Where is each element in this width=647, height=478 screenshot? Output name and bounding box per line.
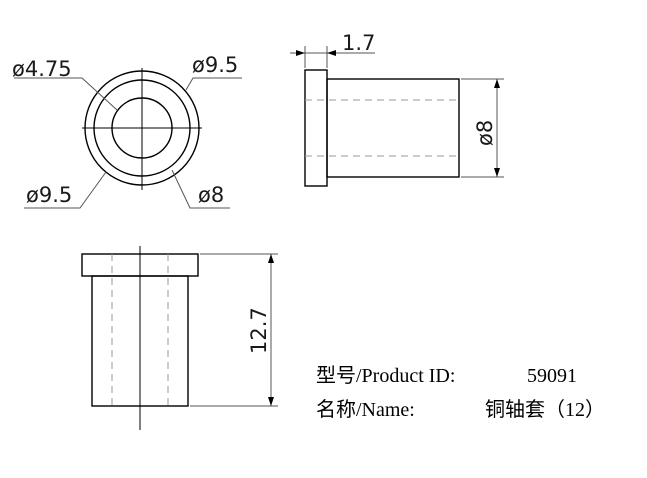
side-flange (304, 69, 328, 187)
top-view: ø4.75 ø9.5 ø9.5 ø8 (12, 53, 242, 209)
dim-d-inner: ø4.75 (12, 57, 72, 81)
leader-d-outer-top (185, 77, 242, 91)
front-view: 12.7 (81, 246, 278, 430)
leader-d-outer-left (24, 171, 107, 209)
dim-total-length: 12.7 (247, 307, 271, 354)
body-outer-circle (93, 79, 191, 177)
dim-d-body: ø8 (198, 183, 224, 207)
dim-flange-thickness: 1.7 (342, 31, 375, 55)
name-value: 铜轴套（12） (485, 398, 605, 421)
flange-outer-circle (84, 70, 200, 186)
model-value: 59091 (527, 365, 577, 387)
length-arrow-top (268, 254, 274, 263)
side-view: 1.7 ø8 (290, 31, 504, 187)
leader-d-body (171, 169, 230, 209)
leader-d-inner (14, 77, 118, 111)
dim-d-outer-top: ø9.5 (192, 53, 238, 77)
length-arrow-bottom (268, 397, 274, 406)
dim-d-outer-left: ø9.5 (26, 183, 72, 207)
body-arrow-bottom (494, 168, 500, 177)
side-body (326, 78, 460, 178)
flange-arrow-right (327, 50, 336, 56)
dim-body-diameter: ø8 (473, 120, 497, 146)
info-block: 型号/Product ID: 59091 名称/Name: 铜轴套（12） (316, 364, 605, 421)
body-arrow-top (494, 79, 500, 88)
model-label: 型号/Product ID: (316, 364, 455, 387)
name-label: 名称/Name: (316, 398, 415, 421)
bore-circle (111, 97, 173, 159)
flange-arrow-left (296, 50, 305, 56)
